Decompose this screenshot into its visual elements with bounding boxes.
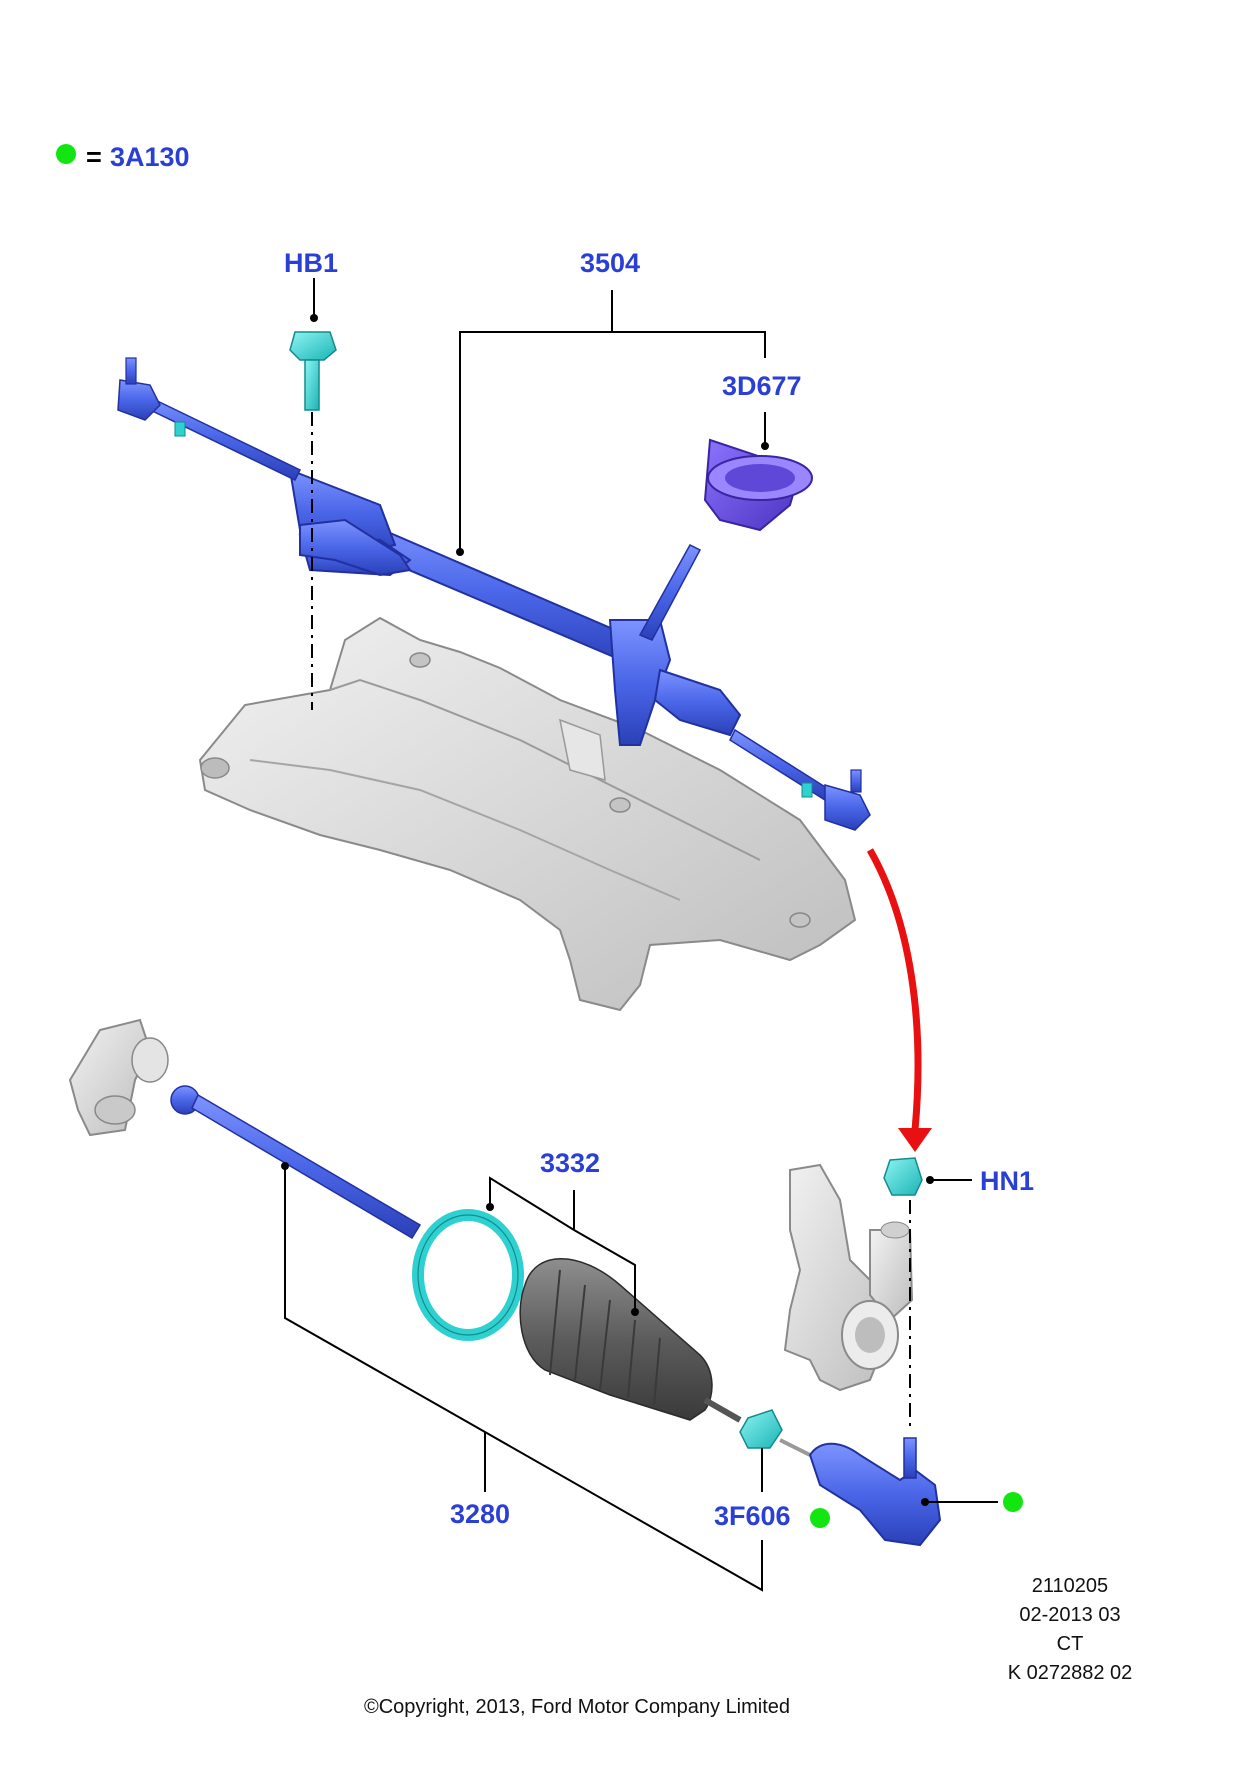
relocation-arrow-head [898, 1128, 932, 1152]
relocation-arrow [866, 848, 922, 1131]
bellows-boot-3332 [519, 1258, 742, 1423]
dust-seal-3d677 [703, 438, 813, 532]
diagram-reference-block: 2110205 02-2013 03 CT K 0272882 02 [990, 1572, 1150, 1688]
reference-line-1: 2110205 [1031, 1575, 1109, 1597]
callout-3d677: 3D677 [722, 371, 802, 401]
callout-3280: 3280 [450, 1499, 510, 1529]
steering-knuckle [783, 1163, 914, 1392]
reference-line-3: CT [1056, 1633, 1084, 1655]
copyright-notice: ©Copyright, 2013, Ford Motor Company Lim… [364, 1696, 791, 1718]
legend-equals: = [86, 142, 102, 172]
inner-tie-rod-3280 [170, 1085, 422, 1240]
callout-3f606: 3F606 [714, 1501, 791, 1531]
front-subframe [198, 616, 857, 1012]
gear-housing-end [68, 1018, 169, 1137]
legend-green-dot-icon [56, 144, 76, 164]
callout-hb1: HB1 [284, 248, 338, 278]
bolt-hb1 [289, 331, 337, 411]
boot-clamp-3332 [412, 1209, 524, 1341]
steering-gear-assembly [117, 357, 871, 831]
legend-code: 3A130 [110, 142, 190, 172]
nut-hn1 [883, 1157, 923, 1196]
callout-hn1: HN1 [980, 1166, 1034, 1196]
reference-line-2: 02-2013 03 [1019, 1604, 1121, 1626]
outer-tie-rod-end [808, 1437, 942, 1547]
lock-nut-3f606 [739, 1409, 811, 1457]
callout-3332: 3332 [540, 1148, 600, 1178]
marker-3f606-green-dot-icon [810, 1508, 830, 1528]
marker-tie-rod-green-dot-icon [1003, 1492, 1023, 1512]
callout-3504: 3504 [580, 248, 640, 278]
reference-line-4: K 0272882 02 [1007, 1662, 1133, 1684]
